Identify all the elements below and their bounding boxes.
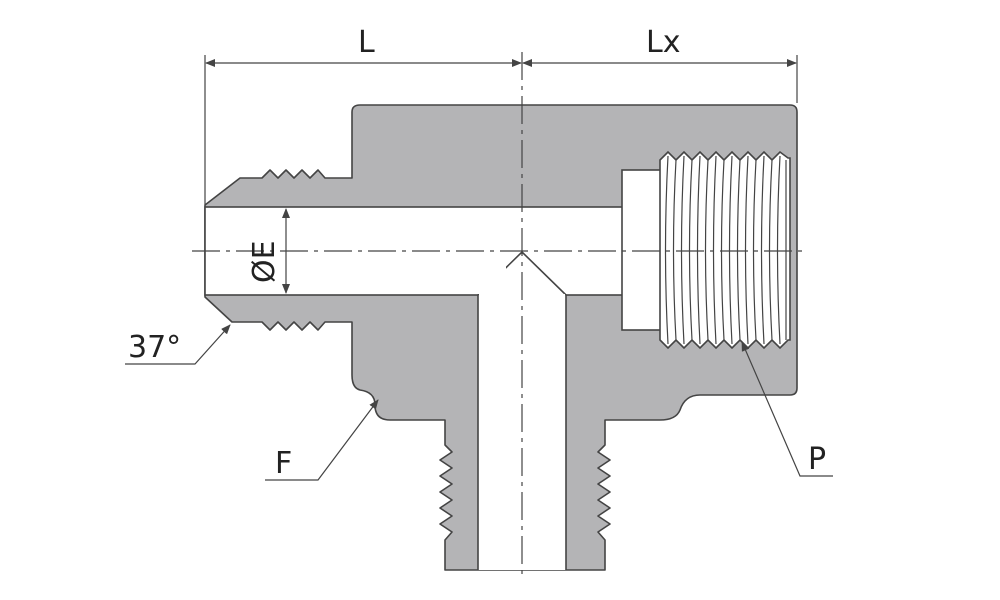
counterbore — [621, 169, 663, 331]
threaded-port — [659, 150, 791, 350]
leader-37 — [125, 324, 231, 365]
label-P: P — [808, 442, 826, 477]
label-37: 37° — [128, 330, 181, 365]
label-L: L — [358, 25, 375, 60]
label-E: ØE — [247, 240, 282, 283]
leader-F — [265, 399, 379, 481]
label-F: F — [275, 446, 292, 481]
label-Lx: Lx — [646, 25, 680, 60]
leader-P — [741, 341, 833, 477]
